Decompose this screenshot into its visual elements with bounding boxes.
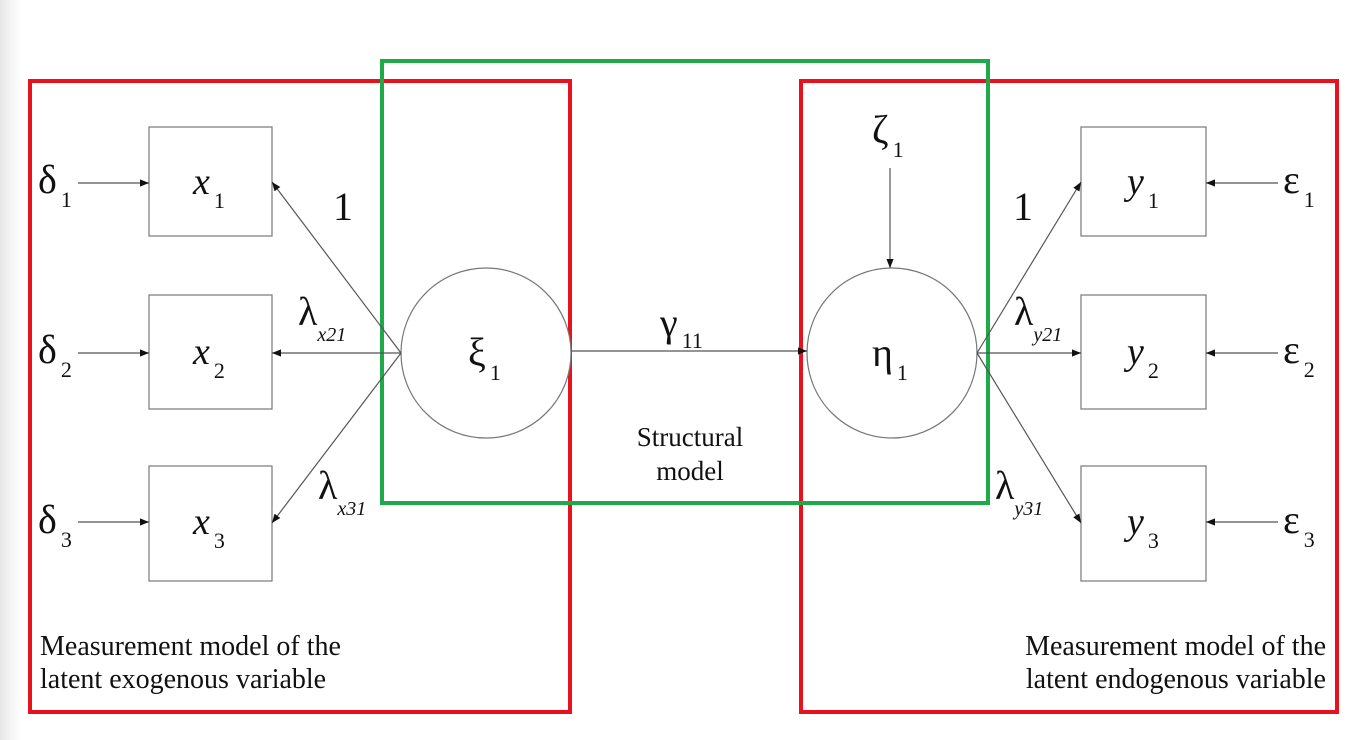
y-loading-3: λy31 — [995, 463, 1044, 520]
endogenous-caption: Measurement model of the latent endogeno… — [1025, 631, 1326, 695]
exogenous-measurement-box — [28, 79, 572, 714]
y-loading-2: λy21 — [1014, 289, 1063, 346]
y2-box — [1080, 294, 1207, 410]
x-loading-1: 1 — [333, 184, 353, 229]
xi-x3-path — [271, 352, 402, 524]
x-loading-2: λx21 — [298, 289, 347, 346]
structural-model-label: Structural model — [636, 422, 744, 486]
x3-box — [148, 465, 273, 582]
x-loading-3: λx31 — [318, 463, 367, 520]
structural-model-box — [380, 59, 990, 505]
eta-y1-path — [976, 181, 1082, 354]
xi-x1-path — [271, 181, 402, 354]
y3-box — [1080, 465, 1207, 582]
eta-y3-path — [976, 352, 1082, 524]
exogenous-caption: Measurement model of the latent exogenou… — [40, 631, 341, 695]
y-loading-1: 1 — [1013, 184, 1033, 229]
y1-box — [1080, 126, 1207, 237]
endogenous-measurement-box — [799, 79, 1339, 714]
x1-box — [148, 126, 273, 237]
x2-box — [148, 294, 273, 410]
